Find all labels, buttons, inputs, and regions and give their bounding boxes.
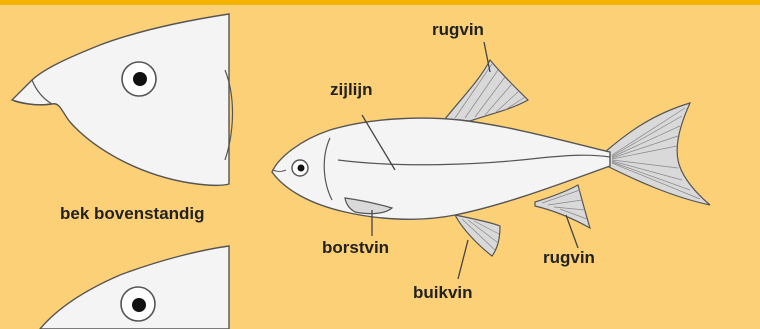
leader-buikvin [458, 240, 468, 279]
head-upper-mouth [12, 14, 233, 185]
head-lower [40, 246, 229, 329]
pelvic-fin [455, 215, 500, 256]
eye-pupil-icon [132, 298, 146, 312]
label-borstvin: borstvin [322, 238, 389, 258]
label-buikvin: buikvin [413, 283, 473, 303]
anal-fin [535, 185, 590, 228]
eye-pupil-icon [298, 165, 305, 172]
label-rugvin-bottom: rugvin [543, 248, 595, 268]
eye-pupil-icon [133, 72, 147, 86]
dorsal-fin [445, 60, 528, 121]
label-bek-bovenstandig: bek bovenstandig [60, 204, 205, 224]
tail-fin [605, 103, 710, 205]
label-rugvin-top: rugvin [432, 20, 484, 40]
label-zijlijn: zijlijn [330, 80, 373, 100]
